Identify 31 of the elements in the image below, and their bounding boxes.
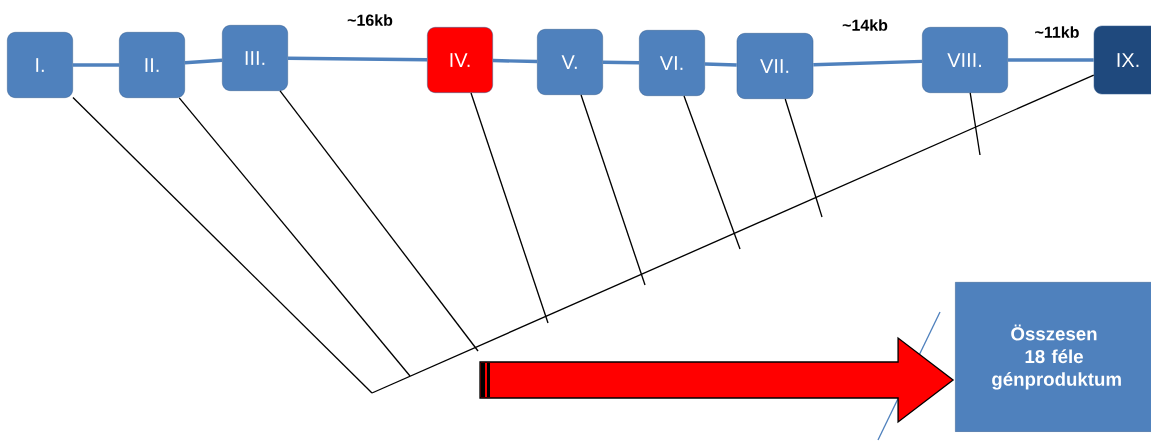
connector-line	[492, 58, 538, 64]
exon-box: III.	[222, 25, 288, 91]
splice-line	[279, 90, 479, 352]
exon-box: VI.	[639, 30, 705, 96]
splice-line	[470, 92, 549, 324]
exon-box: I.	[7, 32, 73, 98]
distance-label: ~16kb	[347, 14, 393, 26]
exon-box: VIII.	[922, 27, 1008, 93]
exon-box: IX.	[1093, 25, 1151, 95]
splice-line	[683, 95, 741, 250]
splice-line	[72, 96, 373, 394]
connector-line	[813, 59, 923, 67]
splice-line	[371, 74, 1095, 394]
exon-box: VII.	[736, 33, 814, 99]
splice-line	[580, 94, 646, 286]
splice-line	[784, 98, 823, 218]
text-box: Összesen 18 féle génproduktum	[955, 282, 1151, 432]
block-arrow	[479, 336, 955, 424]
connector-line	[704, 62, 737, 67]
connector-line	[602, 60, 640, 65]
splice-line	[178, 97, 411, 377]
exon-box: II.	[119, 32, 185, 98]
connector-line	[184, 58, 223, 65]
connector-line	[72, 63, 120, 67]
exon-box: IV.	[427, 27, 493, 93]
distance-label: ~14kb	[842, 19, 888, 31]
exon-box: V.	[537, 29, 603, 95]
splice-line	[969, 92, 981, 156]
connector-line	[287, 56, 428, 62]
connector-line	[1007, 58, 1094, 62]
distance-label: ~11kb	[1035, 26, 1079, 38]
